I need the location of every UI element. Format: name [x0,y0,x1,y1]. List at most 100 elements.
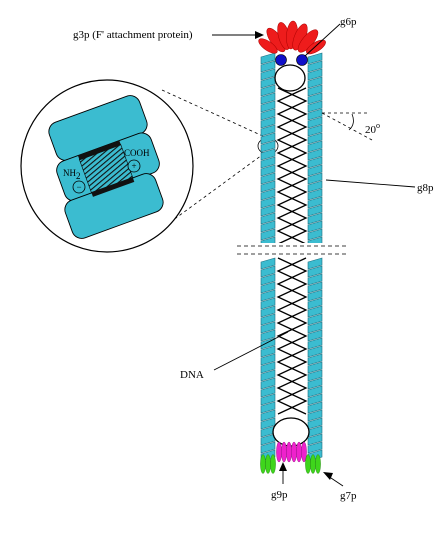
coat-right-tile [307,305,323,318]
coat-right-tile [307,441,323,454]
coat-left-tile [260,321,276,334]
dna-bottom-loop [272,417,310,447]
coat-right-tile [307,313,323,326]
g8p-leader [325,179,416,188]
coat-left-tile [260,124,276,137]
dna-helix [276,87,308,415]
zoom-line-top [161,89,266,138]
g8p-label: g8p [417,182,434,194]
zoom-line-bottom [164,154,263,227]
coat-right-tile [307,361,323,374]
coat-left-tile [260,377,276,390]
coat-right-tile [307,68,323,81]
g9p-proteins [276,441,307,463]
coat-left-tile [260,289,276,302]
coat-left-tile [260,401,276,414]
coat-right-tile [307,220,323,233]
coat-left-tile [260,140,276,153]
coat-right-tile [307,156,323,169]
coat-right-tile [307,204,323,217]
g3p-protein [258,38,278,54]
coat-left-tile [260,212,276,225]
g9p-arrowhead [279,462,287,471]
dna-leader [213,331,289,371]
g3p-label: g3p (F' attachment protein) [73,29,193,41]
coat-right-tile [307,60,323,73]
g9p-protein [281,441,287,463]
coat-right-tile [307,140,323,153]
coat-left-tile [260,100,276,113]
coat-left-tile [260,180,276,193]
coat-left-tile [260,433,276,446]
coat-left-tile [260,345,276,358]
filament-break-gap [255,243,330,257]
coat-right-tile [307,273,323,286]
dna-strand [276,87,308,245]
coat-right-tile [307,433,323,446]
coat-right-tile [307,108,323,121]
coat-right-tile [307,329,323,342]
g7p-protein [310,454,316,474]
coat-left-tile [260,52,276,65]
coat-left-tile [260,353,276,366]
plus-charge-icon [127,159,141,173]
coat-right-tile [307,84,323,97]
coat-left-tile [260,409,276,422]
g7p-protein [270,454,276,474]
coat-left-tile [260,116,276,129]
coat-left-tile [260,393,276,406]
coat-right-tile [307,172,323,185]
coat-right-tile [307,124,323,137]
coat-left-tile [260,281,276,294]
coat-left-tile [260,385,276,398]
coat-right-tile [307,321,323,334]
dna-strand [276,257,308,415]
coat-left-tile [260,273,276,286]
coat-right-tile [307,212,323,225]
minus-charge-icon [72,180,86,194]
g3p-proteins [258,20,326,55]
g9p-protein [291,441,297,463]
coat-right-tile [307,257,323,270]
coat-left-tile [260,188,276,201]
coat-right-tile [307,188,323,201]
dna-strand [276,87,308,245]
g9p-protein [296,441,302,463]
coat-left-tile [260,156,276,169]
coat-right-tile [307,196,323,209]
nh2-label: NH2 [63,168,81,181]
angle-label: 20o [365,121,380,136]
coat-left-tile [260,369,276,382]
coat-left-tile [260,92,276,105]
coat-left-tile [260,60,276,73]
g9p-protein [276,441,282,463]
coat-left-tile [260,172,276,185]
coat-left-tile [260,441,276,454]
coat-right-tile [307,289,323,302]
coat-right-tile [307,409,323,422]
g9p-label: g9p [271,489,288,501]
coat-right-tile [307,345,323,358]
coat-left-tile [260,132,276,145]
coat-left-tile [260,108,276,121]
coat-right-tile [307,180,323,193]
coat-right-tile [307,353,323,366]
coat-right-tile [307,297,323,310]
coat-left-tile [260,228,276,241]
g6p-protein-left [275,54,287,66]
coat-left-tile [260,84,276,97]
minus-sign: − [76,182,81,192]
g7p-proteins [260,454,321,474]
g7p-protein [315,454,321,474]
g7p-protein [305,454,311,474]
coat-left-tile [260,204,276,217]
coat-left-tile [260,265,276,278]
g7p-label: g7p [340,490,357,502]
g6p-protein-right [296,54,308,66]
coat-right-tile [307,76,323,89]
coat-left-tile [260,313,276,326]
coat-right-tile [307,52,323,65]
coat-column-left [260,52,276,462]
coat-left-tile [260,329,276,342]
coat-right-tile [307,369,323,382]
